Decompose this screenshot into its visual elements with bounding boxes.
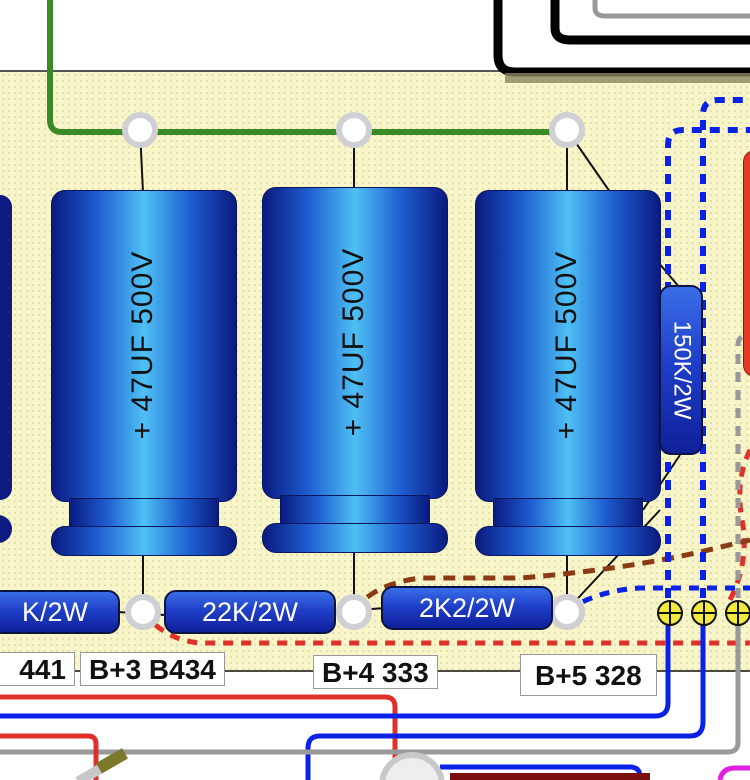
red-component[interactable] [743, 150, 750, 377]
voltage-label-b3: B+3 B434 [80, 652, 225, 686]
resistor-label: K/2W [21, 596, 88, 627]
bottom-gray-pad [379, 752, 445, 780]
capacitor-label: + 47UF 500V [550, 250, 583, 440]
gray-wire-top [592, 0, 750, 19]
gray-dashed-wire [735, 332, 750, 598]
pad-top-1 [122, 112, 158, 148]
blue-wire-1 [0, 625, 671, 719]
capacitor-edge [0, 195, 12, 500]
pad-bottom-3 [549, 594, 585, 630]
pad-bottom-2 [336, 594, 372, 630]
lead [657, 261, 681, 289]
dark-red-wire [450, 773, 650, 780]
capacitor-body [262, 187, 448, 499]
green-ground-bus [47, 0, 565, 135]
blue-dashed-wire-3 [700, 97, 750, 598]
capacitor-neck [280, 495, 430, 527]
pad-top-3 [549, 112, 585, 148]
pad-bottom-1 [125, 594, 161, 630]
capacitor-edge-foot [0, 515, 12, 543]
small-component [75, 748, 128, 780]
resistor-label: 2K2/2W [418, 592, 516, 623]
screw-terminal-1[interactable] [657, 600, 683, 626]
capacitor-foot [475, 526, 661, 556]
screw-terminal-3[interactable] [725, 600, 750, 626]
capacitor-label: + 47UF 500V [337, 247, 370, 437]
board-shadow [505, 73, 750, 83]
capacitor-label: + 47UF 500V [126, 250, 159, 440]
red-wire-left [0, 733, 99, 780]
resistor-label: 22K/2W [201, 596, 299, 627]
blue-wire-2 [305, 625, 706, 780]
black-wire-outer [493, 0, 750, 77]
capacitor-foot [262, 523, 448, 553]
capacitor-body [475, 190, 661, 502]
voltage-label-b4: B+4 333 [313, 655, 438, 689]
resistor-150k[interactable]: 150K/2W [659, 285, 703, 455]
resistor-22k[interactable]: 22K/2W [164, 590, 336, 634]
gray-wire-bottom [0, 625, 741, 755]
voltage-label-b2: 441 [0, 652, 75, 686]
resistor-left[interactable]: K/2W [0, 590, 120, 634]
capacitor-foot [51, 526, 237, 556]
blue-dashed-wire-2 [665, 127, 750, 598]
black-wire-inner [550, 0, 750, 45]
pad-top-2 [336, 112, 372, 148]
capacitor-body [51, 190, 237, 502]
magenta-wire [717, 765, 750, 780]
voltage-label-b5: B+5 328 [520, 654, 657, 696]
resistor-2k2[interactable]: 2K2/2W [381, 586, 553, 630]
capacitor-neck [493, 498, 643, 530]
screw-terminal-2[interactable] [691, 600, 717, 626]
resistor-label: 150K/2W [668, 320, 695, 420]
red-wire-top [0, 694, 398, 760]
